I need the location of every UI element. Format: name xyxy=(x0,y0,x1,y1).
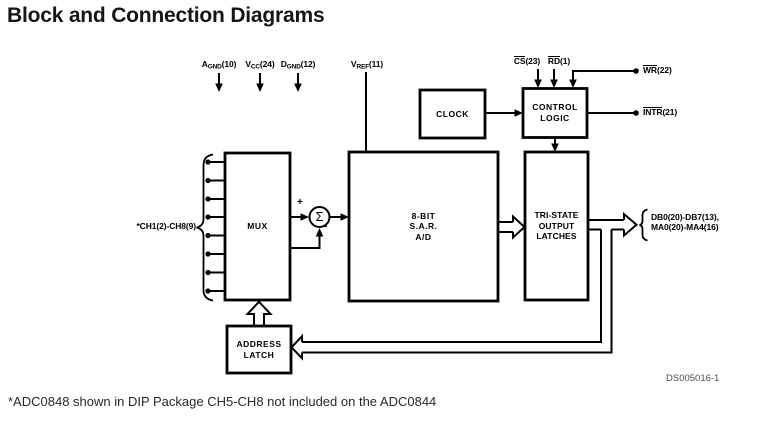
clock-box xyxy=(418,88,487,140)
vref-pin-number: (11) xyxy=(368,59,384,69)
mux-box xyxy=(223,151,292,302)
dgnd-name: D xyxy=(280,59,287,69)
ch2-dot xyxy=(205,177,211,184)
page-title: Block and Connection Diagrams xyxy=(7,4,325,27)
agnd-pin-number: (10) xyxy=(221,59,237,69)
ch3-dot xyxy=(205,196,211,202)
mux-block-label: MUX xyxy=(247,221,268,232)
sum-plus-sign: + xyxy=(297,197,303,208)
agnd-name: A xyxy=(201,59,208,69)
channel-brace xyxy=(196,153,214,302)
mux-to-sum-arrowhead xyxy=(300,213,309,221)
latch-to-mux-arrow xyxy=(245,300,273,326)
dgnd-pin-label: DGND(12) xyxy=(277,59,319,72)
rd-pin-label: RD(1) xyxy=(546,56,572,67)
output-brace xyxy=(639,208,648,242)
data-bus-label: DB0(20)-DB7(13), MA0(20)-MA4(16) xyxy=(651,212,719,232)
feedback-up-arrowhead xyxy=(315,228,324,237)
cs-name: CS xyxy=(513,56,526,66)
vcc-sub: CC xyxy=(250,63,260,71)
adc-box xyxy=(347,150,500,303)
control-logic-block-label: CONTROL LOGIC xyxy=(532,102,578,123)
cs-arrowhead xyxy=(534,79,542,88)
intr-pin-label: INTR(21) xyxy=(643,107,677,118)
vcc-pin-label: VCC(24) xyxy=(241,59,279,72)
adc-block-label: 8-BIT S.A.R. A/D xyxy=(409,210,438,242)
tristate-box xyxy=(523,150,590,302)
summing-junction-circle xyxy=(308,206,331,228)
cs-pin-number: (23) xyxy=(525,56,541,66)
vref-sub: REF xyxy=(356,63,369,71)
wr-wire xyxy=(572,70,636,81)
rd-pin-number: (1) xyxy=(559,56,571,66)
rd-name: RD xyxy=(547,56,560,66)
footnote: *ADC0848 shown in DIP Package CH5-CH8 no… xyxy=(8,394,437,409)
tristate-block-label: TRI-STATE OUTPUT LATCHES xyxy=(534,210,579,242)
adc-to-tristate-bus xyxy=(498,214,526,240)
ch7-dot xyxy=(205,269,211,276)
vref-name: V xyxy=(350,59,357,69)
wr-pin-number: (22) xyxy=(656,65,672,75)
wr-name: WR xyxy=(643,65,657,75)
sum-to-adc-arrowhead xyxy=(340,213,349,221)
agnd-sub: GND xyxy=(207,63,222,71)
agnd-arrowhead xyxy=(215,83,223,92)
clock-block-label: CLOCK xyxy=(436,108,469,119)
ch4-dot xyxy=(205,214,211,220)
sum-minus-sign: - xyxy=(324,221,328,232)
intr-name: INTR xyxy=(643,107,663,117)
ch5-dot xyxy=(205,232,211,239)
intr-node-dot xyxy=(633,110,639,116)
vref-pin-label: VREF(11) xyxy=(346,59,388,72)
wr-arrowhead xyxy=(569,79,577,88)
sigma-symbol: Σ xyxy=(315,209,324,224)
cs-pin-label: CS(23) xyxy=(510,56,544,67)
intr-pin-number: (21) xyxy=(662,107,678,117)
vcc-pin-number: (24) xyxy=(259,59,275,69)
clock-to-control-arrowhead xyxy=(514,109,523,117)
dgnd-arrowhead xyxy=(294,83,302,92)
address-latch-block-label: ADDRESS LATCH xyxy=(236,339,282,360)
rd-arrowhead xyxy=(550,79,558,88)
agnd-pin-label: AGND(10) xyxy=(196,59,242,72)
vcc-name: V xyxy=(245,59,251,69)
wr-node-dot xyxy=(633,68,639,74)
wr-pin-label: WR(22) xyxy=(643,65,672,76)
dgnd-sub: GND xyxy=(286,63,301,71)
dgnd-pin-number: (12) xyxy=(300,59,316,69)
document-id: DS005016-1 xyxy=(666,373,720,384)
tristate-output-bus xyxy=(588,211,639,238)
control-to-tristate-arrowhead xyxy=(551,143,559,152)
mux-feedback-wire xyxy=(290,235,321,249)
channel-inputs-label: *CH1(2)-CH8(9) xyxy=(136,221,196,231)
ch6-dot xyxy=(205,251,211,257)
vcc-arrowhead xyxy=(256,83,264,92)
control-logic-box xyxy=(521,87,589,139)
address-latch-box xyxy=(225,324,293,375)
ch8-dot xyxy=(205,288,211,294)
ch1-dot xyxy=(205,159,211,165)
